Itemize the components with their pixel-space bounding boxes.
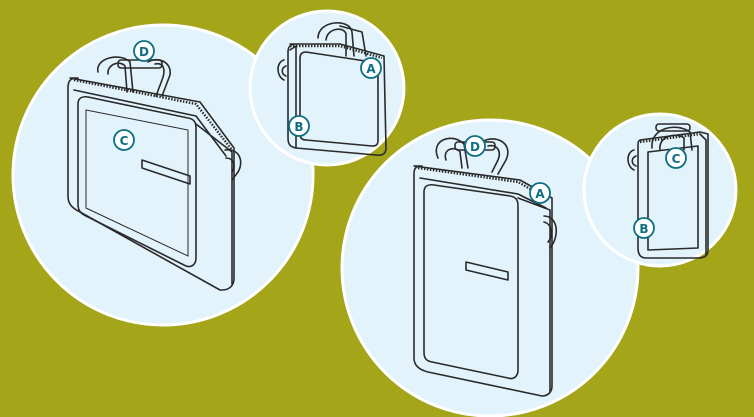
callout-b-view2-label: B <box>294 120 303 134</box>
callout-d-view3: D <box>465 136 485 156</box>
callout-c-view4: C <box>666 148 686 168</box>
callout-a-view2: A <box>361 58 381 78</box>
callout-a-view2-label: A <box>366 62 376 76</box>
callout-c-view4-label: C <box>672 152 681 166</box>
callout-b-view2: B <box>289 116 309 136</box>
callout-b-view4-label: B <box>639 222 648 236</box>
callout-d-view1: D <box>134 41 154 61</box>
callout-d-view1-label: D <box>139 45 149 59</box>
callout-c-view1: C <box>114 130 134 150</box>
callout-c-view1-label: C <box>120 134 129 148</box>
callout-a-view3: A <box>530 183 550 203</box>
callout-d-view3-label: D <box>470 140 480 154</box>
callout-b-view4: B <box>634 218 654 238</box>
callout-a-view3-label: A <box>535 187 545 201</box>
